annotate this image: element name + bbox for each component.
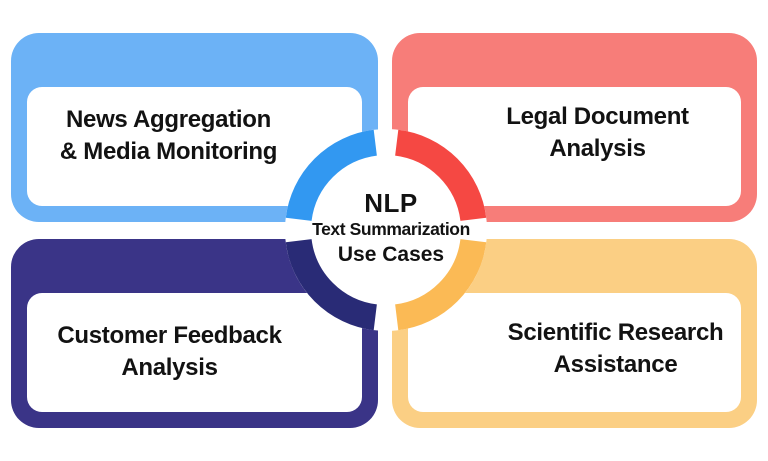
center-title: NLP [364, 188, 418, 218]
center-subtitle: Text Summarization [312, 219, 470, 239]
quadrant-bottom-right: Scientific Research Assistance [392, 239, 757, 428]
label-line: Legal Document [506, 102, 689, 130]
arc-bottom-left [285, 238, 378, 331]
label-line: Assistance [553, 350, 678, 378]
label-line: Scientific Research [507, 318, 724, 346]
quadrant-top-left: News Aggregation & Media Monitoring [11, 33, 378, 222]
label-line: Customer Feedback [57, 321, 282, 349]
quadrant-top-left-label: News Aggregation & Media Monitoring [59, 104, 278, 168]
quadrant-bottom-right-panel: Scientific Research Assistance [408, 293, 741, 412]
quadrant-bottom-left-label: Customer Feedback Analysis [57, 320, 282, 384]
label-line: & Media Monitoring [59, 137, 278, 165]
arc-top-right [394, 129, 487, 222]
center-ring [285, 129, 487, 331]
arc-top-left [285, 129, 378, 222]
label-line: Analysis [549, 134, 646, 162]
center-title-block: NLP Text Summarization Use Cases [281, 189, 501, 269]
quadrant-bottom-right-label: Scientific Research Assistance [508, 317, 724, 381]
quadrant-top-right-label: Legal Document Analysis [506, 101, 689, 165]
label-line: News Aggregation [65, 105, 271, 133]
ring-inner-circle [285, 129, 487, 331]
center-subtitle2: Use Cases [337, 243, 445, 266]
quadrant-bottom-left-panel: Customer Feedback Analysis [27, 293, 362, 412]
label-line: Analysis [121, 353, 218, 381]
arc-bottom-right [394, 238, 487, 331]
quadrant-top-right-panel: Legal Document Analysis [408, 87, 741, 206]
